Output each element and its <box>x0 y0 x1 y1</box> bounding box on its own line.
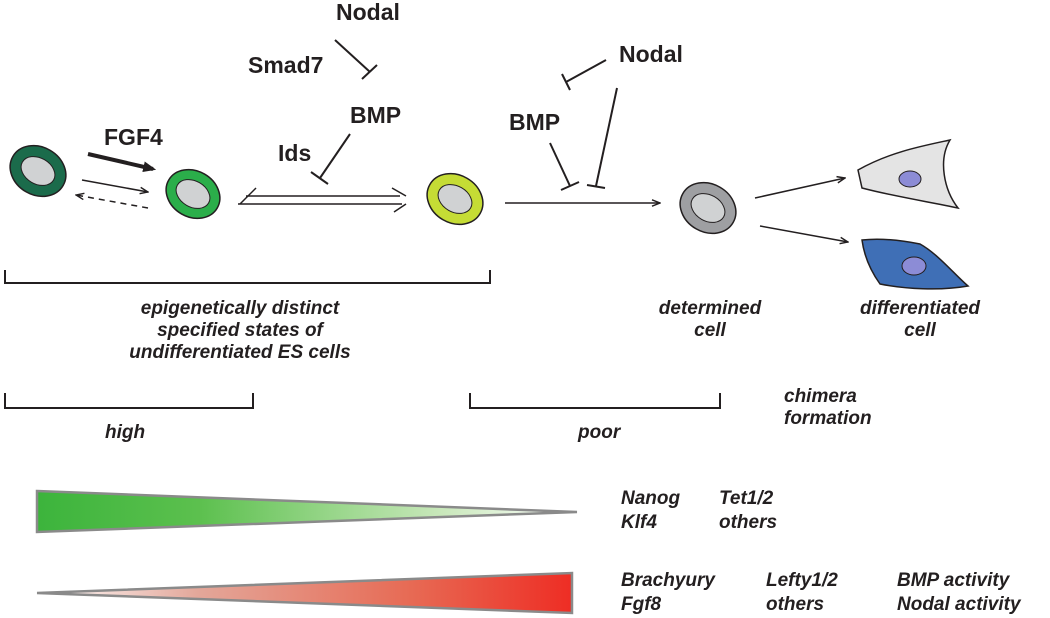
reversible-double-arrow <box>238 187 407 213</box>
determined-cell <box>679 181 737 235</box>
differentiated-caption: differentiated cell <box>820 298 1020 342</box>
poor-label: poor <box>578 422 621 443</box>
bmp-activity-label: BMP activity <box>897 570 1010 591</box>
gene-nanog: Nanog <box>621 488 681 509</box>
nodal-inhibits-bmp-right <box>561 59 607 91</box>
chimera-line-2: formation <box>784 407 872 429</box>
fgf4-label: FGF4 <box>104 124 163 150</box>
bmp-label-right: BMP <box>509 109 561 135</box>
nodal-label-right: Nodal <box>619 41 683 67</box>
determined-line-2: cell <box>694 319 726 341</box>
differentiation-arrow-upper <box>754 178 845 199</box>
differentiated-line-1: differentiated <box>859 298 980 319</box>
es-cell-green <box>165 168 221 220</box>
gene-lefty12: Lefty1/2 <box>766 570 838 591</box>
nodal-inhibits-commitment <box>586 87 618 189</box>
chimera-caption: chimera formation <box>784 386 872 430</box>
es-states-line-2: specified states of <box>157 319 323 341</box>
differentiated-cell-grey <box>857 138 960 210</box>
es-states-caption: epigenetically distinct specified states… <box>90 298 390 364</box>
bmp-label-top: BMP <box>350 102 402 128</box>
forward-arrow <box>81 179 148 192</box>
smad7-label: Smad7 <box>248 52 324 78</box>
high-label: high <box>105 422 146 443</box>
es-cell-yellow-green <box>426 172 484 226</box>
bmp-inhibits-commitment <box>549 142 580 191</box>
chimera-line-1: chimera <box>784 386 857 407</box>
nodal-activity-label: Nodal activity <box>897 594 1021 615</box>
determined-line-1: determined <box>658 298 762 319</box>
gene-klf4: Klf4 <box>621 512 657 533</box>
fgf4-arrow <box>87 152 157 173</box>
differentiated-cell-blue <box>861 238 970 290</box>
green-gradient-wedge <box>35 489 578 534</box>
differentiation-arrow-lower <box>759 225 848 242</box>
es-states-bracket <box>4 270 491 284</box>
gene-others-green: others <box>719 512 778 533</box>
es-states-line-3: undifferentiated ES cells <box>129 341 351 363</box>
bmp-inhibits-transition <box>310 133 351 185</box>
determined-caption: determined cell <box>630 298 790 342</box>
ids-label: Ids <box>278 140 312 166</box>
poor-bracket <box>469 393 721 409</box>
gene-brachyury: Brachyury <box>621 570 715 591</box>
differentiated-line-2: cell <box>904 319 936 341</box>
gene-others-red: others <box>766 594 825 615</box>
gene-tet12: Tet1/2 <box>719 488 774 509</box>
es-cell-dark-green <box>9 144 67 198</box>
nodal-label-top: Nodal <box>336 0 400 25</box>
gene-fgf8: Fgf8 <box>621 594 662 615</box>
nodal-inhibits-bmp <box>334 39 378 80</box>
high-bracket <box>4 393 254 409</box>
reverse-dashed-arrow <box>76 195 149 209</box>
red-gradient-wedge <box>36 571 574 615</box>
es-states-line-1: epigenetically distinct <box>140 298 340 319</box>
